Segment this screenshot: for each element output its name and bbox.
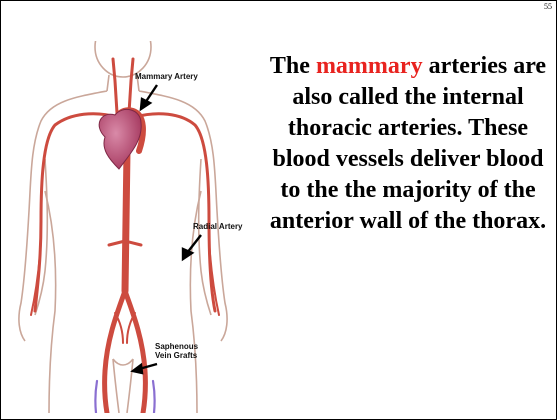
page-number: 55: [544, 2, 552, 11]
caption-rest: arteries are also called the internal th…: [270, 53, 546, 234]
saphenous-label-line2: Vein Grafts: [155, 351, 197, 360]
slide-caption: The mammary arteries are also called the…: [266, 51, 550, 237]
anatomy-figure: Mammary Artery Radial Artery Saphenous V…: [5, 41, 261, 413]
caption-highlight: mammary: [316, 53, 423, 79]
heart-icon: [99, 109, 141, 169]
caption-start: The: [270, 53, 316, 79]
mammary-artery-label: Mammary Artery: [135, 72, 198, 81]
saphenous-label-line1: Saphenous: [155, 342, 198, 351]
radial-artery-label: Radial Artery: [193, 222, 243, 231]
